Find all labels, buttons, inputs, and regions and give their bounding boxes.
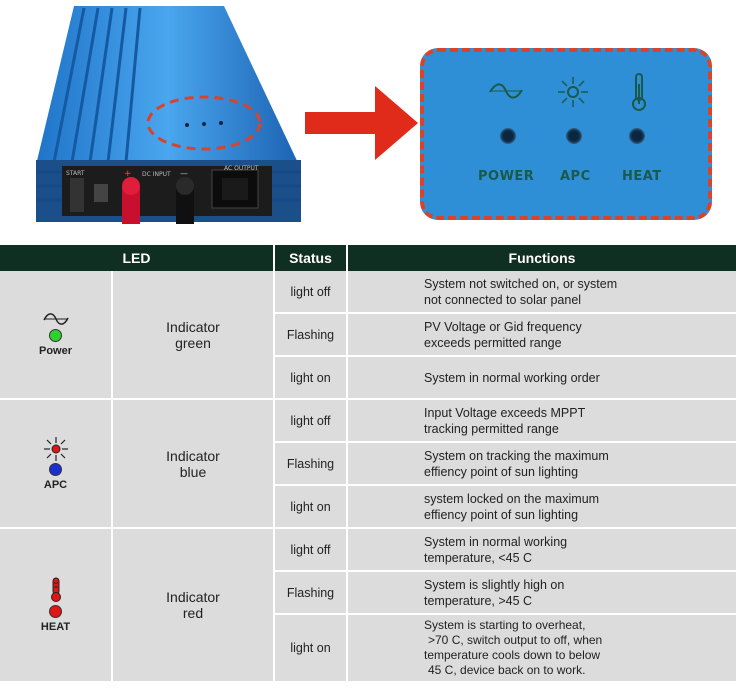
- red-dot: [49, 605, 62, 618]
- led-cell-power: Power: [0, 271, 113, 400]
- led-name: Power: [38, 345, 72, 357]
- blue-dot: [49, 463, 62, 476]
- status-cell: Flashing: [275, 443, 348, 486]
- minus-label: —: [180, 169, 188, 178]
- power-panel-label: POWER: [478, 169, 535, 184]
- product-photo-area: START + DC INPUT — AC OUTPUT: [0, 0, 736, 245]
- status-cell: light on: [275, 615, 348, 683]
- header-status: Status: [275, 245, 348, 271]
- led-cell-heat: HEAT: [0, 529, 113, 683]
- function-cell: System is starting to overheat, >70 C, s…: [348, 615, 736, 683]
- sine-wave-icon: [489, 83, 523, 99]
- indicator-color: red: [182, 605, 204, 621]
- apc-panel-label: APC: [560, 169, 591, 184]
- indicator-label: Indicator: [166, 589, 220, 605]
- apc-led: [566, 128, 582, 144]
- status-cell: Flashing: [275, 572, 348, 615]
- led-cell-apc: APC: [0, 400, 113, 529]
- sine-wave-icon: [42, 313, 69, 325]
- plus-label: +: [124, 169, 132, 179]
- status-cell: light on: [275, 486, 348, 529]
- power-led: [500, 128, 516, 144]
- heat-panel-label: HEAT: [622, 169, 662, 184]
- led-panel-closeup: POWER APC HEAT: [420, 48, 712, 220]
- heat-led: [629, 128, 645, 144]
- start-label: START: [66, 170, 85, 177]
- indicator-label: Indicator: [166, 318, 220, 335]
- indicator-label: Indicator: [166, 447, 220, 464]
- right-arrow-icon: [305, 86, 418, 160]
- inverter-device-image: START + DC INPUT — AC OUTPUT: [36, 6, 301, 224]
- status-cell: light off: [275, 271, 348, 314]
- function-cell: System in normal working order: [348, 357, 736, 400]
- status-cell: light off: [275, 529, 348, 572]
- thermometer-icon: [50, 577, 61, 602]
- led-status-table: LED Status Functions Power Indicator gre…: [0, 245, 736, 683]
- led-name: HEAT: [40, 621, 71, 633]
- indicator-color-cell: Indicator blue: [113, 400, 275, 529]
- sun-icon: [43, 437, 68, 461]
- header-functions: Functions: [348, 245, 736, 271]
- status-cell: light on: [275, 357, 348, 400]
- header-led: LED: [0, 245, 275, 271]
- status-cell: light off: [275, 400, 348, 443]
- thermometer-icon: [632, 73, 646, 111]
- sun-icon: [558, 77, 588, 107]
- ac-output-label: AC OUTPUT: [224, 165, 259, 172]
- indicator-color: blue: [179, 463, 207, 480]
- status-cell: Flashing: [275, 314, 348, 357]
- indicator-color: green: [175, 334, 211, 351]
- indicator-color-cell: Indicator red: [113, 529, 275, 683]
- dc-input-label: DC INPUT: [142, 171, 171, 178]
- led-name: APC: [43, 479, 68, 491]
- indicator-color-cell: Indicator green: [113, 271, 275, 400]
- green-dot: [49, 329, 62, 342]
